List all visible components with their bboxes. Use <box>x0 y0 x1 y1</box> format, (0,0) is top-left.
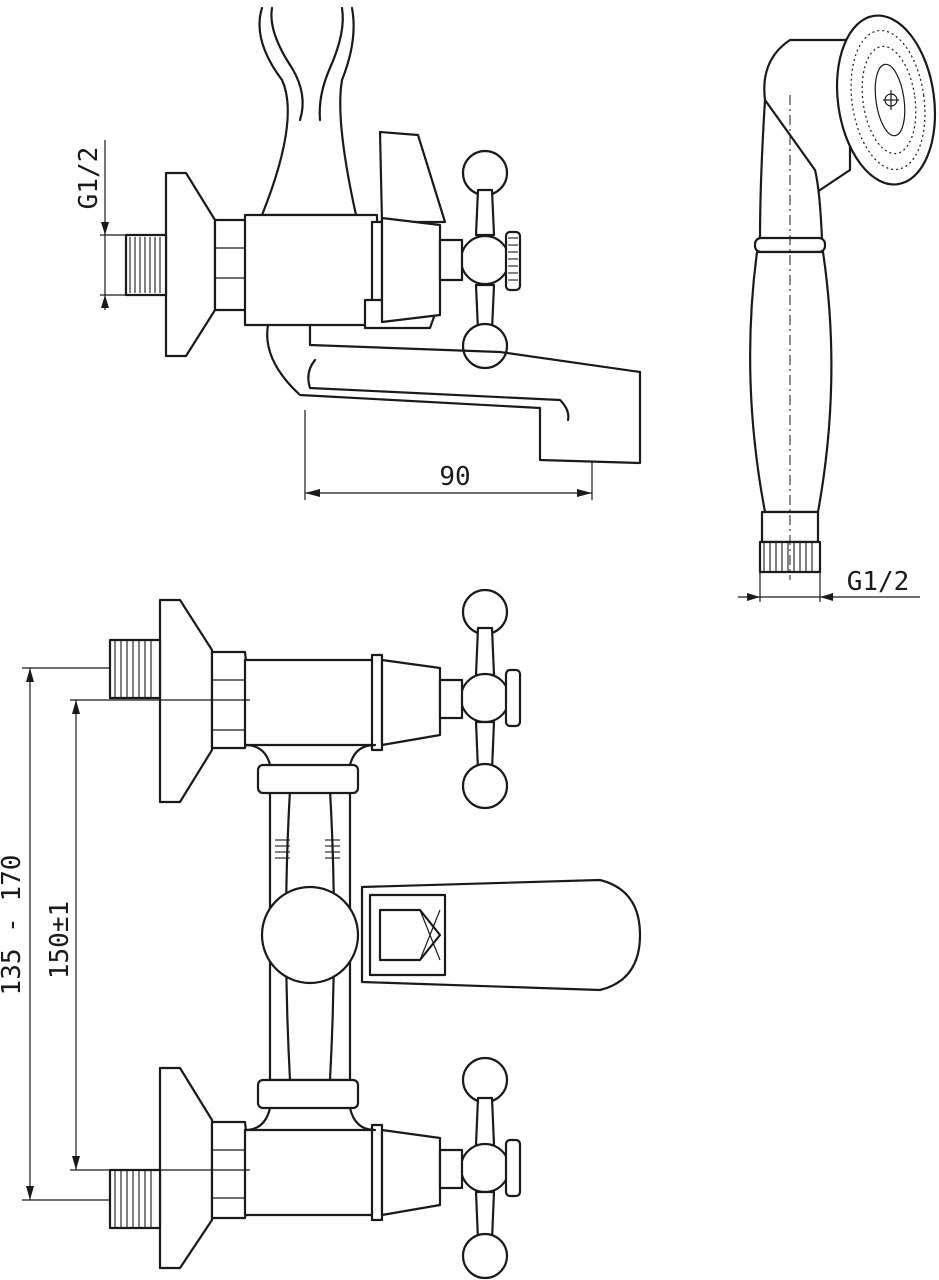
cross-handle-side <box>438 149 522 370</box>
diverter-lever <box>378 130 447 224</box>
dimension-g12-side-label: G1/2 <box>74 147 104 210</box>
side-view: 90 G1/2 <box>74 6 642 500</box>
upper-valve <box>108 588 522 810</box>
dimension-135-170: 135 - 170 <box>0 667 110 1201</box>
dimension-90-label: 90 <box>439 462 470 492</box>
wall-rosette <box>164 171 217 358</box>
shower-head-neck <box>763 38 852 202</box>
dimension-g12-side: G1/2 <box>74 140 126 310</box>
dimension-g12-shower: G1/2 <box>738 567 920 602</box>
hand-shower: G1/2 <box>738 14 937 602</box>
dimension-90: 90 <box>304 410 593 500</box>
dimension-150: 150±1 <box>45 699 250 1171</box>
mixer-body <box>243 213 379 327</box>
dimension-135-170-label: 135 - 170 <box>0 855 27 996</box>
front-view: 135 - 170 150±1 <box>0 588 642 1280</box>
dimension-150-label: 150±1 <box>45 901 75 979</box>
inlet-thread <box>124 233 168 297</box>
hex-nut <box>213 218 250 312</box>
bath-spout <box>266 323 642 465</box>
dimension-g12-shower-label: G1/2 <box>847 567 910 597</box>
shower-holder-bracket <box>258 6 358 217</box>
diverter-hub <box>260 885 360 985</box>
